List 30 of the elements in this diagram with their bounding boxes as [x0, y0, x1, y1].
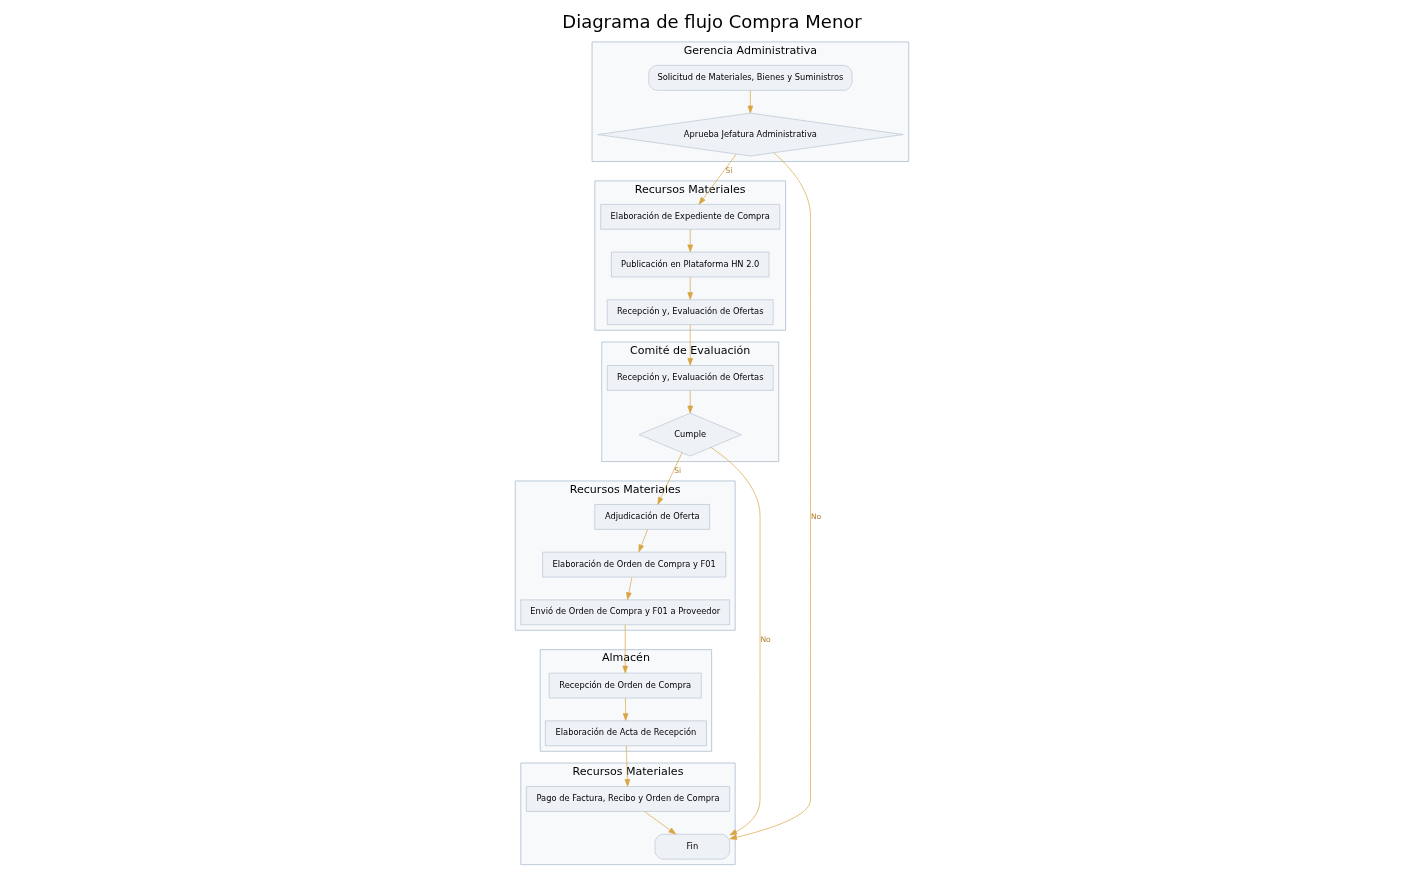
node-box: Solicitud de Materiales, Bienes y Suministros	[647, 65, 852, 91]
arrow	[686, 324, 693, 366]
node-diamond: Aprueba Jefatura Administrativa	[596, 112, 903, 157]
node-box: Envió de Orden de Compra y F01 a Proveedor	[520, 599, 730, 626]
node-box: Adjudicación de Oferta	[593, 504, 710, 530]
node-box: Elaboración de Expediente de Compra	[599, 204, 780, 230]
arrow	[686, 229, 693, 253]
arrow	[624, 745, 630, 787]
arrow	[728, 152, 811, 840]
node-box: Pago de Factura, Recibo y Orden de Compra	[525, 786, 730, 812]
arrow	[710, 447, 760, 836]
arrow	[621, 624, 628, 674]
diagram-title: Diagrama de flujo Compra Menor	[561, 10, 862, 32]
node-box: Fin	[654, 833, 730, 860]
arrow	[698, 153, 737, 205]
arrow	[686, 276, 693, 300]
node-box: Publicación en Plataforma HN 2.0	[610, 251, 769, 278]
arrow	[638, 529, 648, 553]
node-diamond: Cumple	[638, 412, 742, 457]
node-box: Recepción de Orden de Compra	[548, 672, 702, 699]
node-box: Elaboración de Acta de Recepción	[544, 720, 707, 747]
node-box: Elaboración de Orden de Compra y F01	[541, 551, 726, 578]
arrow	[747, 90, 753, 114]
arrow	[686, 390, 693, 414]
arrow	[622, 697, 628, 721]
arrow	[625, 576, 632, 600]
node-box: Recepción y, Evaluación de Ofertas	[606, 365, 774, 391]
arrow	[643, 811, 676, 835]
arrow	[656, 452, 682, 505]
node-box: Recepción y, Evaluación de Ofertas	[606, 299, 774, 326]
